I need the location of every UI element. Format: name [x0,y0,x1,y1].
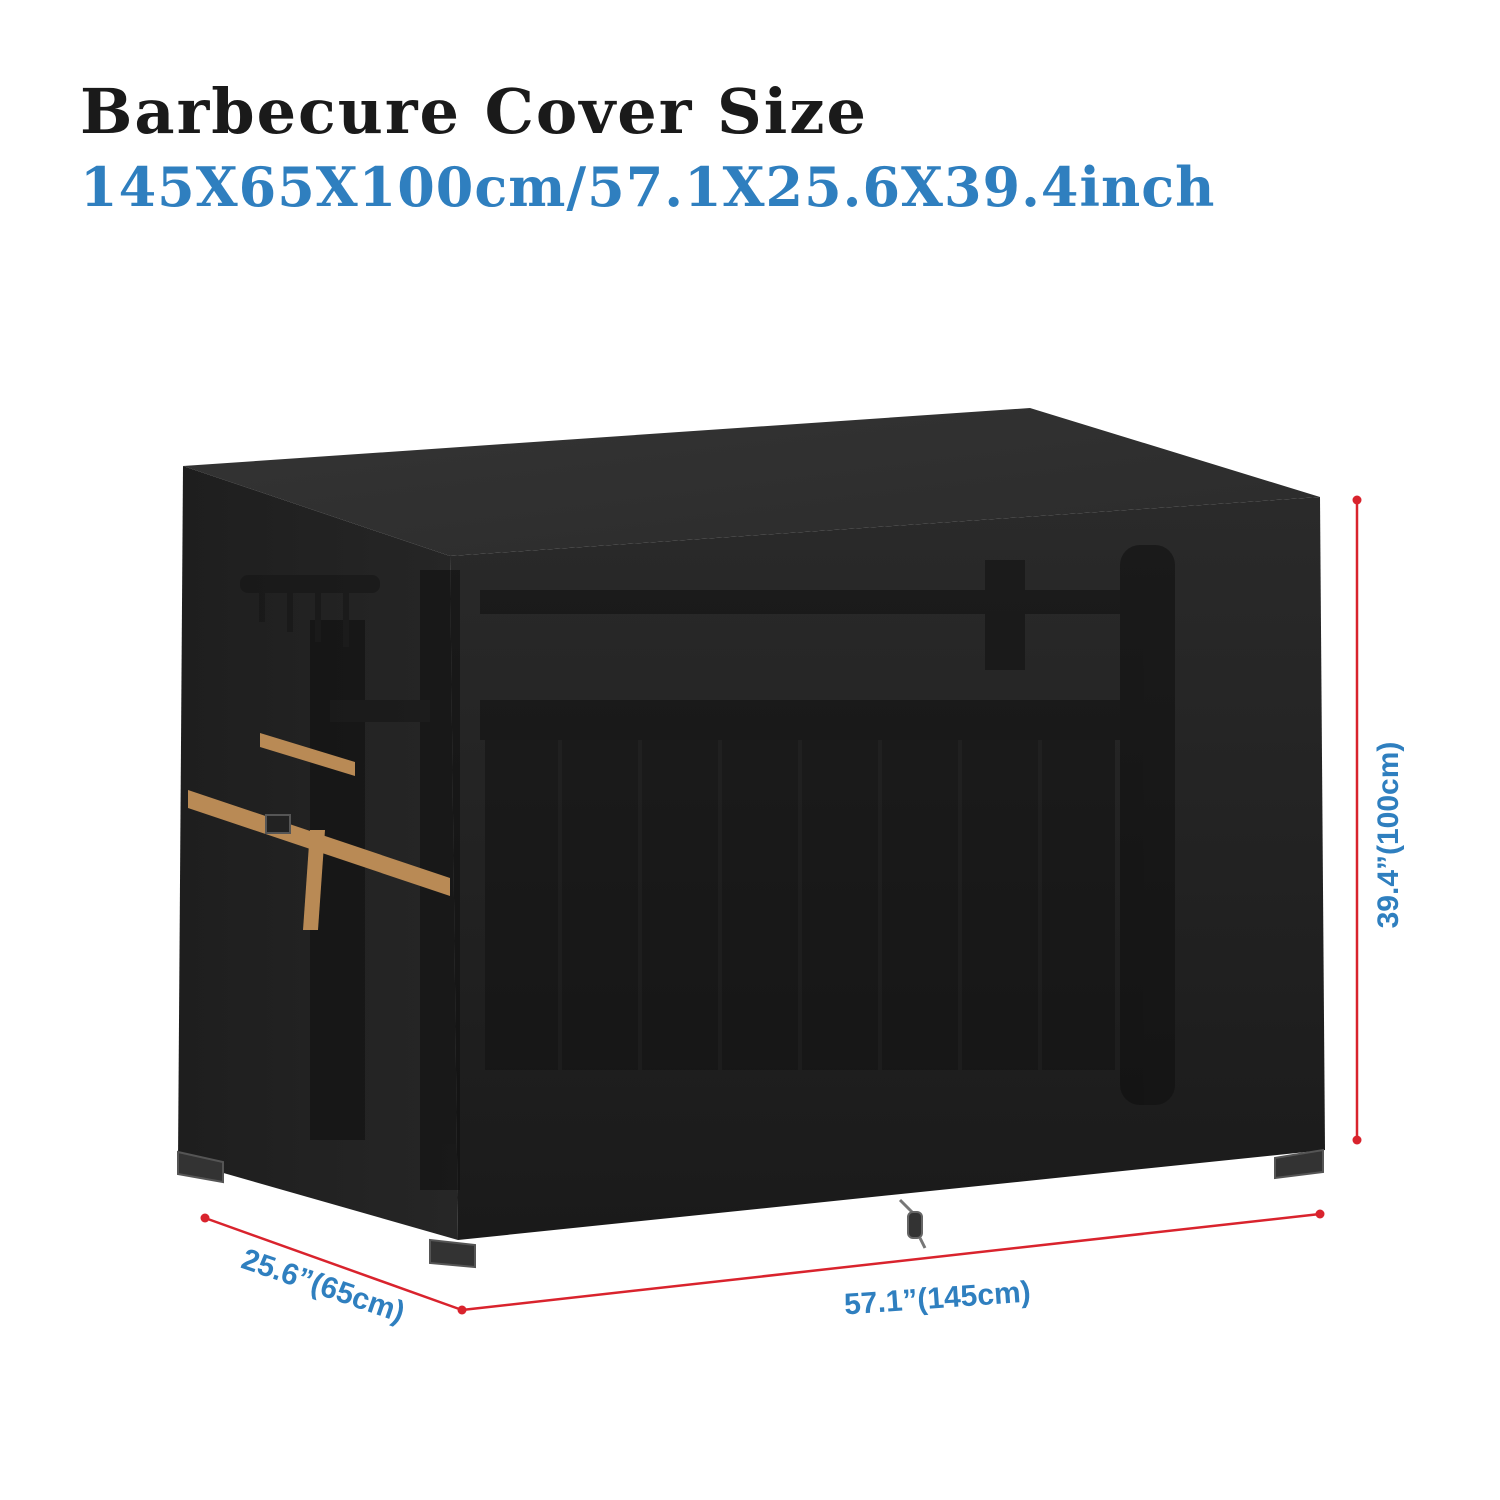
width-dimension: 57.1”(145cm) [461,1209,1325,1322]
buckle-icon [265,814,291,834]
width-label: 57.1”(145cm) [843,1276,1032,1322]
cart-silhouette [240,545,1175,1190]
product-size-subtitle: 145X65X100cm/57.1X25.6X39.4inch [80,155,1216,219]
corner-clips [177,1148,1324,1269]
drawstring-toggle-icon [898,1198,927,1249]
cover-straps [188,733,450,930]
grill-cover [177,408,1325,1269]
cover-top [183,408,1320,556]
product-title: Barbecure Cover Size [80,75,868,148]
depth-label: 25.6”(65cm) [237,1243,409,1330]
height-label: 39.4”(100cm) [1372,742,1405,929]
height-dimension: 39.4”(100cm) [1352,495,1405,1145]
